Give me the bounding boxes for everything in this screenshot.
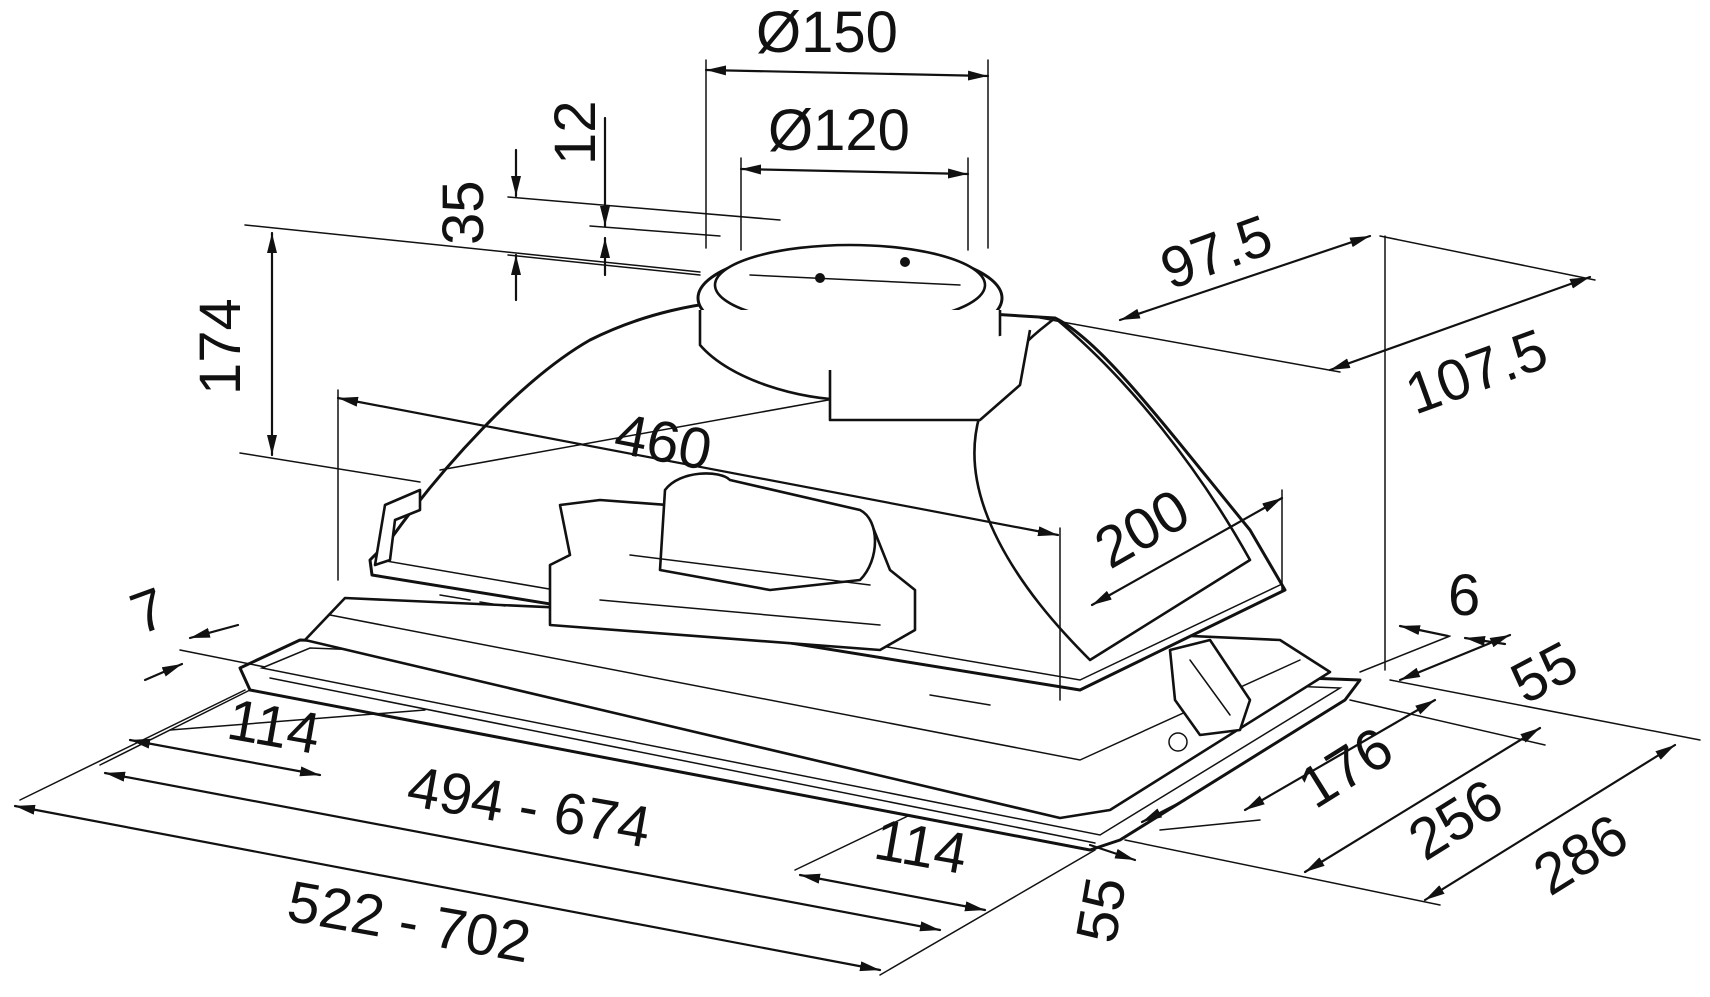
dim-494-674: 494 - 674 — [403, 754, 656, 861]
dim-6: 6 — [1448, 563, 1480, 628]
dim-diameter-150: Ø150 — [756, 0, 898, 65]
dim-offset-107-5: 107.5 — [1397, 316, 1556, 427]
dim-height-12: 12 — [543, 100, 608, 165]
dim-176: 176 — [1287, 715, 1404, 821]
dim-55-bottom: 55 — [1064, 872, 1139, 947]
dimension-lines — [13, 59, 1701, 976]
dim-522-702: 522 - 702 — [283, 869, 536, 976]
dim-256: 256 — [1397, 767, 1514, 873]
dim-114-right: 114 — [870, 807, 972, 887]
dim-114-left: 114 — [223, 687, 325, 767]
dim-7: 7 — [122, 575, 175, 647]
dim-286: 286 — [1522, 802, 1639, 908]
dim-height-35: 35 — [431, 180, 496, 245]
dim-diameter-120: Ø120 — [768, 98, 910, 163]
dim-height-174: 174 — [188, 298, 253, 395]
